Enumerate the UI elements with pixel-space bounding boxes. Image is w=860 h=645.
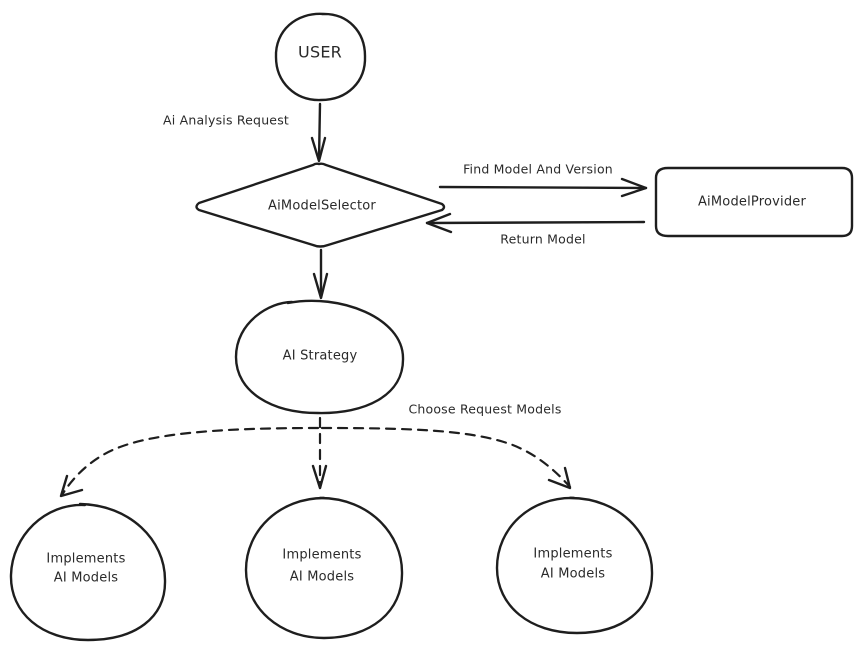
selector-diamond (195, 162, 446, 248)
implementation-circle (244, 496, 404, 640)
node-user[interactable]: USER (274, 12, 367, 102)
edge-label-return-model: Return Model (500, 232, 585, 247)
node-ai-model-provider[interactable]: AiModelProvider (654, 166, 854, 238)
node-implementation-right[interactable]: Implements AI Models (495, 496, 654, 635)
edge-user-to-selector[interactable]: Ai Analysis Request (163, 102, 327, 163)
arrowhead-icon (547, 466, 572, 490)
node-ai-strategy[interactable]: AI Strategy (234, 299, 405, 415)
strategy-ellipse (234, 299, 405, 415)
strategy-label: AI Strategy (283, 349, 358, 364)
arrowhead-icon (312, 272, 329, 300)
edge-provider-to-selector[interactable]: Return Model (425, 212, 646, 247)
edge-selector-to-strategy[interactable] (312, 248, 329, 300)
edge-label-find-model-and-version: Find Model And Version (463, 162, 613, 177)
implementation-circle (9, 502, 167, 642)
edge-selector-to-provider[interactable]: Find Model And Version (438, 162, 648, 198)
implementation-label-line1: Implements (282, 548, 361, 563)
implementation-label-line1: Implements (46, 552, 125, 567)
edge-line (317, 102, 322, 162)
implementation-circle (495, 496, 654, 635)
selector-label: AiModelSelector (268, 199, 376, 214)
arrowhead-icon (310, 136, 327, 163)
dashed-arrow-to-left-implementation (59, 426, 320, 498)
node-implementation-left[interactable]: Implements AI Models (9, 502, 167, 642)
user-circle (274, 12, 367, 102)
provider-label: AiModelProvider (698, 195, 807, 210)
implementation-label-line1: Implements (533, 547, 612, 562)
arrowhead-icon (620, 177, 648, 198)
implementation-label-line2: AI Models (541, 567, 605, 582)
arrowhead-icon (311, 464, 328, 490)
node-ai-model-selector[interactable]: AiModelSelector (195, 162, 446, 248)
dashed-arrow-to-center-implementation (311, 416, 328, 490)
node-implementation-center[interactable]: Implements AI Models (244, 496, 404, 640)
edge-line (60, 426, 320, 497)
edge-label-choose-request-models: Choose Request Models (408, 402, 561, 417)
arrowhead-icon (425, 212, 453, 234)
implementation-label-line2: AI Models (290, 570, 354, 585)
edge-line (425, 220, 646, 225)
edge-line (320, 426, 572, 489)
user-label: USER (298, 43, 342, 62)
dashed-arrow-to-right-implementation (320, 426, 572, 490)
implementation-label-line2: AI Models (54, 571, 118, 586)
edge-line (438, 185, 648, 190)
arrowhead-icon (59, 474, 84, 498)
edge-strategy-to-implementations[interactable]: Choose Request Models (59, 402, 572, 498)
edge-label-ai-analysis-request: Ai Analysis Request (163, 113, 289, 128)
provider-rounded-rect (654, 166, 854, 238)
